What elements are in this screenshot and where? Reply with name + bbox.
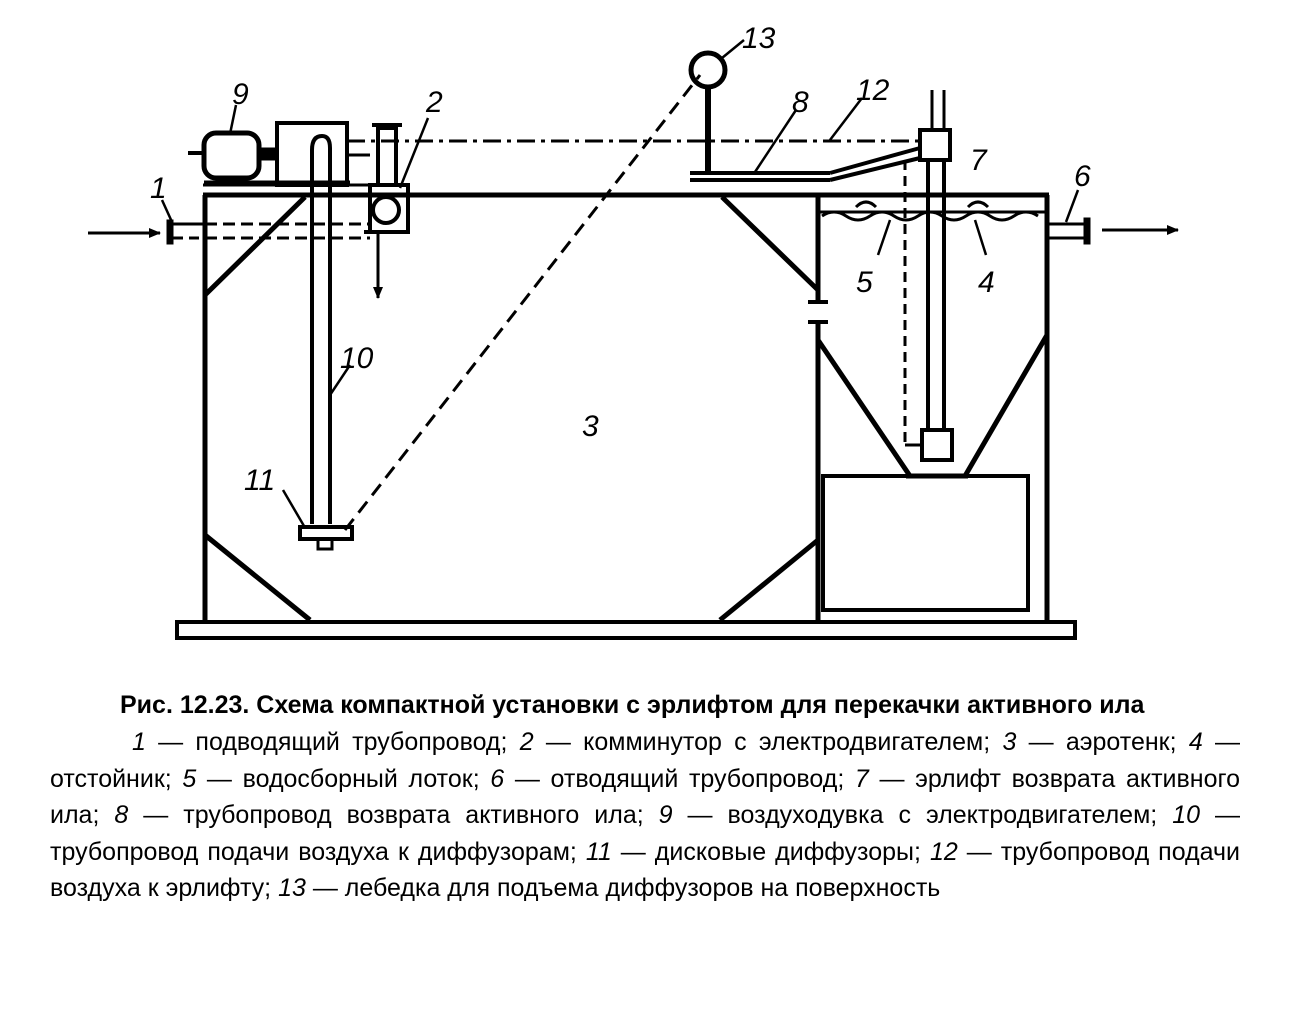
winch-cable [343,74,702,531]
legend-text-4: — отстойник; [50,728,1240,793]
legend-text-2: — комминутор с электродвигателем; [533,728,1003,756]
settler [815,210,1050,612]
legend-key-4: 4 [1188,728,1203,756]
legend-text-11: — дисковые диффузоры; [611,837,930,866]
legend-text-3: — аэротенк; [1016,728,1189,756]
label-3: 3 [582,410,599,443]
legend-text-1: — подводящий трубопровод; [145,728,520,756]
legend-text-13: — лебедка для подъема диффузоров на пове… [305,874,941,902]
base-plate [175,620,1077,640]
label-5: 5 [856,266,873,299]
legend-key-10: 10 [1172,801,1200,829]
label-10: 10 [340,342,374,375]
legend-text-5: — водосборный лоток; [196,764,491,793]
blower [188,121,370,187]
label-13: 13 [742,22,776,55]
label-1: 1 [150,172,167,205]
comminutor [364,123,410,299]
caption-title: Рис. 12.23. Схема компактной установки с… [120,691,1145,719]
label-11: 11 [244,464,275,497]
partition-wall [808,197,828,622]
legend-key-8: 8 [114,801,129,829]
legend-key-1: 1 [132,728,146,756]
legend-text-12: — трубопровод подачи воздуха к эрлифту; [50,837,1240,903]
label-4: 4 [978,266,995,299]
aerotank-braces [203,195,820,622]
legend-key-11: 11 [585,837,612,866]
caption-legend: 1 — подводящий трубопровод; 2 — комминут… [50,724,1240,907]
sludge-return-pipe [690,146,921,182]
legend-text-7: — эрлифт возврата активного ила; [50,764,1240,830]
label-6: 6 [1074,160,1091,193]
installation-diagram: 1 2 3 4 5 6 7 8 9 10 11 12 13 [88,22,1179,640]
legend-key-7: 7 [854,764,869,793]
tank-walls [202,183,1050,622]
air-pipe-diffusers [310,133,332,524]
legend-key-6: 6 [490,764,505,793]
legend-key-12: 12 [929,837,958,866]
leader-lines [160,39,1080,527]
legend-text-10: — трубопровод подачи воздуха к диффузора… [50,801,1240,866]
label-2: 2 [425,86,443,119]
collection-tray-mark [854,200,878,209]
legend-text-9: — воздуходувка с электродвигателем; [672,801,1173,829]
figure-caption: Рис. 12.23. Схема компактной установки с… [50,686,1240,907]
legend-key-3: 3 [1002,728,1017,756]
outlet-pipe [1047,217,1179,245]
label-7: 7 [970,144,988,177]
disc-diffusers [298,525,354,551]
label-9: 9 [232,78,249,111]
legend-key-2: 2 [519,728,534,756]
legend-text-6: — отводящий трубопровод; [504,764,855,793]
legend-key-5: 5 [182,764,197,793]
legend-key-13: 13 [278,874,306,902]
airlift [903,90,954,462]
legend-key-9: 9 [658,801,673,829]
legend-text-8: — трубопровод возврата активного ила; [128,801,659,829]
inlet-pipe [88,219,370,245]
settler-mark [966,200,990,209]
label-12: 12 [856,74,890,107]
winch [688,50,728,173]
label-8: 8 [792,86,809,119]
